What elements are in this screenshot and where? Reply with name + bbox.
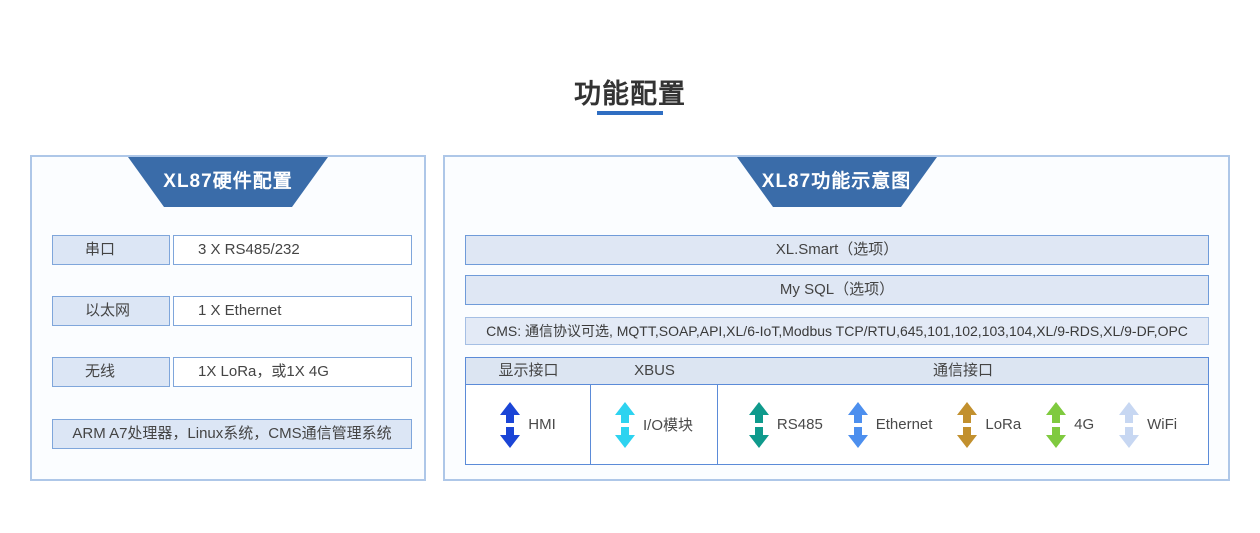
function-panel-title: XL87功能示意图 xyxy=(761,171,912,192)
hardware-config-panel: XL87硬件配置 串口 3 X RS485/232 以太网 1 X Ethern… xyxy=(30,155,426,481)
hardware-footer-bar: ARM A7处理器，Linux系统，CMS通信管理系统 xyxy=(52,419,412,449)
hardware-row-wireless: 无线 1X LoRa，或1X 4G xyxy=(52,357,412,387)
ethernet-item: Ethernet xyxy=(847,401,933,448)
function-header-ribbon xyxy=(736,157,937,207)
ethernet-comm-label: Ethernet xyxy=(875,416,933,433)
page-title: 功能配置 xyxy=(574,79,686,109)
hardware-row-serial: 串口 3 X RS485/232 xyxy=(52,235,412,265)
column-header-comm-interface: 通信接口 xyxy=(932,362,993,379)
interface-table-header: 显示接口 XBUS 通信接口 xyxy=(466,358,1208,385)
wireless-value: 1X LoRa，或1X 4G xyxy=(173,357,412,387)
updown-arrow-icon xyxy=(614,401,635,448)
lora-label: LoRa xyxy=(985,416,1022,433)
updown-arrow-icon xyxy=(1046,401,1067,448)
rs485-label: RS485 xyxy=(776,416,823,433)
cms-protocols-row: CMS: 通信协议可选, MQTT,SOAP,API,XL/6-IoT,Modb… xyxy=(465,317,1209,345)
hardware-row-ethernet: 以太网 1 X Ethernet xyxy=(52,296,412,326)
lora-item: LoRa xyxy=(957,401,1022,448)
xlsmart-option-row: XL.Smart（选项） xyxy=(465,235,1209,265)
io-module-item: I/O模块 xyxy=(614,401,693,448)
updown-arrow-icon xyxy=(847,401,868,448)
interface-table: 显示接口 XBUS 通信接口 HMI xyxy=(465,357,1209,465)
function-diagram-panel: XL87功能示意图 XL.Smart（选项） My SQL（选项） CMS: 通… xyxy=(443,155,1230,481)
rs485-item: RS485 xyxy=(748,401,823,448)
updown-arrow-icon xyxy=(748,401,769,448)
fourg-label: 4G xyxy=(1074,416,1095,433)
wifi-item: WiFi xyxy=(1119,401,1178,448)
updown-arrow-icon xyxy=(500,401,521,448)
xbus-cell: I/O模块 xyxy=(591,385,718,464)
wireless-label: 无线 xyxy=(52,357,170,387)
serial-value: 3 X RS485/232 xyxy=(173,235,412,265)
fourg-item: 4G xyxy=(1046,401,1095,448)
interface-table-body: HMI I/O模块 RS xyxy=(466,385,1208,464)
hardware-panel-title: XL87硬件配置 xyxy=(163,171,293,192)
io-module-label: I/O模块 xyxy=(642,417,693,434)
wifi-label: WiFi xyxy=(1147,416,1178,433)
updown-arrow-icon xyxy=(1119,401,1140,448)
ethernet-label: 以太网 xyxy=(52,296,170,326)
column-header-display-interface: 显示接口 xyxy=(498,362,559,379)
comm-interface-cell: RS485 Ethernet LoRa xyxy=(718,385,1208,464)
updown-arrow-icon xyxy=(957,401,978,448)
title-underline xyxy=(597,111,663,115)
hmi-item: HMI xyxy=(500,401,556,448)
hmi-label: HMI xyxy=(528,416,556,433)
column-header-xbus: XBUS xyxy=(634,362,675,379)
hardware-header-ribbon xyxy=(128,157,328,207)
mysql-option-row: My SQL（选项） xyxy=(465,275,1209,305)
ethernet-value: 1 X Ethernet xyxy=(173,296,412,326)
serial-label: 串口 xyxy=(52,235,170,265)
display-interface-cell: HMI xyxy=(466,385,591,464)
